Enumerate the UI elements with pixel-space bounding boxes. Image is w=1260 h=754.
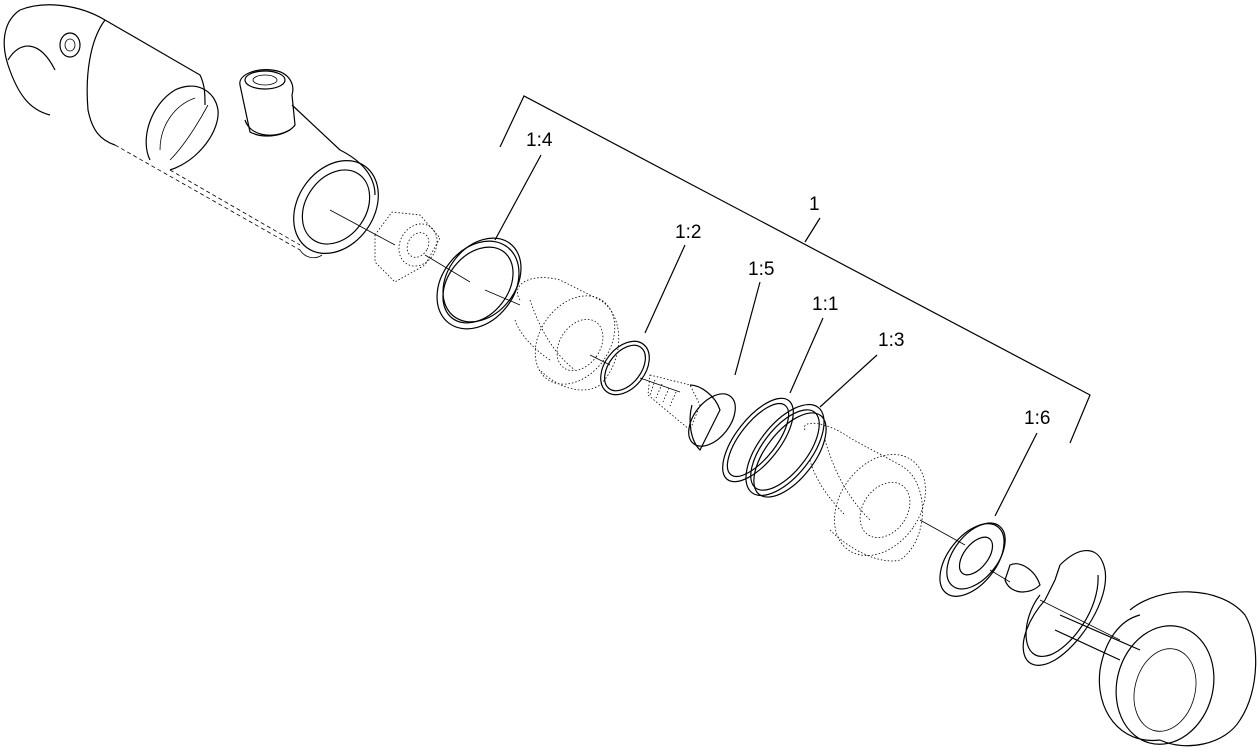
wear-ring-1-4 xyxy=(436,237,522,330)
seal-1-1-and-1-3 xyxy=(745,403,827,498)
leader-lines xyxy=(494,154,1038,517)
snap-ring xyxy=(1004,550,1107,666)
cylinder-tube xyxy=(3,4,379,259)
o-ring-1-2 xyxy=(600,340,650,396)
callout-1-2: 1:2 xyxy=(675,222,701,243)
center-axis xyxy=(329,209,1121,641)
callout-1-4: 1:4 xyxy=(526,130,553,151)
rod-eye xyxy=(1054,591,1257,747)
threaded-rod-end xyxy=(647,374,721,452)
assembly-bracket xyxy=(499,95,1091,444)
callout-1: 1 xyxy=(809,194,820,215)
seal-1-5 xyxy=(688,393,794,483)
piston-1 xyxy=(514,277,619,391)
callout-1-6: 1:6 xyxy=(1024,408,1050,429)
piston-2 xyxy=(804,422,926,562)
callout-1-1: 1:1 xyxy=(812,294,838,315)
callout-1-3: 1:3 xyxy=(878,330,904,351)
hex-nut xyxy=(374,211,441,283)
callout-1-5: 1:5 xyxy=(748,259,774,280)
wiper-1-6 xyxy=(939,522,1006,597)
